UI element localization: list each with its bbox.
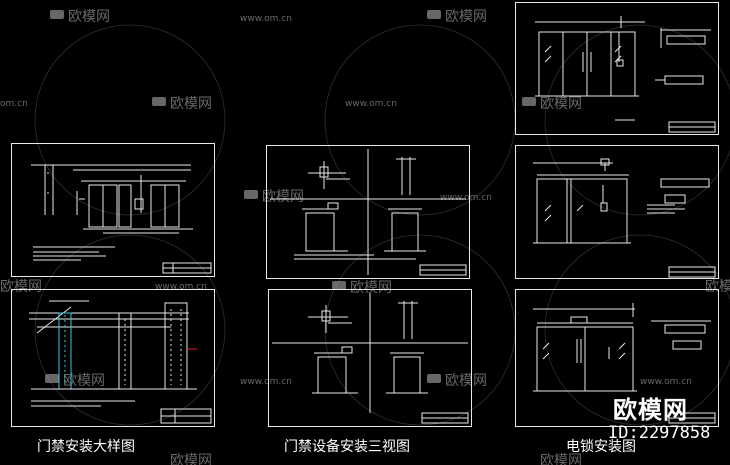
watermark-logo-icon (45, 10, 536, 383)
sheet-door-detail-bottom (11, 289, 215, 427)
sheet-door-detail-top (11, 143, 215, 277)
caption-three-view: 门禁设备安装三视图 (284, 439, 410, 455)
watermark-brand: 欧模网 (705, 279, 730, 295)
watermark-brand: 欧模网 (63, 373, 105, 389)
watermark-site: www.om.cn (240, 377, 292, 387)
watermark-brand: 欧模网 (540, 453, 582, 465)
watermark-site: www.om.cn (345, 99, 397, 109)
caption-electric-lock: 电锁安装图 (566, 439, 636, 455)
sheet-electric-lock-2 (515, 145, 719, 279)
watermark-site: www.om.cn (440, 193, 492, 203)
watermark-brand: 欧模网 (540, 96, 582, 112)
watermark-brand: 欧模网 (0, 279, 42, 295)
watermark-brand: 欧模网 (445, 9, 487, 25)
watermark-brand: 欧模网 (445, 373, 487, 389)
watermark-site: www.om.cn (155, 282, 207, 292)
watermark-site: om.cn (0, 99, 28, 109)
drawing-three-view-bottom (272, 293, 469, 424)
drawing-electric-lock-3 (533, 303, 716, 424)
caption-door-detail: 门禁安装大样图 (37, 439, 135, 455)
watermark-site: www.om.cn (640, 377, 692, 387)
sheet-three-view-bottom (268, 289, 472, 427)
watermark-brand: 欧模网 (170, 96, 212, 112)
drawing-electric-lock-2 (533, 158, 716, 278)
drawing-electric-lock-1 (535, 16, 716, 133)
sheet-electric-lock-3 (515, 289, 719, 427)
sheet-three-view-top (266, 145, 470, 279)
watermark-brand: 欧模网 (262, 189, 304, 205)
watermark-brand: 欧模网 (170, 453, 212, 465)
watermark-site: www.om.cn (240, 14, 292, 24)
sheet-electric-lock-1 (515, 2, 719, 135)
watermark-brand: 欧模网 (350, 280, 392, 296)
drawing-door-detail-bottom (29, 300, 212, 424)
watermark-brand: 欧模网 (68, 9, 110, 25)
drawing-three-view-top (270, 149, 467, 276)
watermark-brand-large: 欧模网 (613, 396, 688, 424)
watermark-id: ID:2297858 (608, 423, 711, 443)
drawing-door-detail-top (31, 164, 212, 274)
